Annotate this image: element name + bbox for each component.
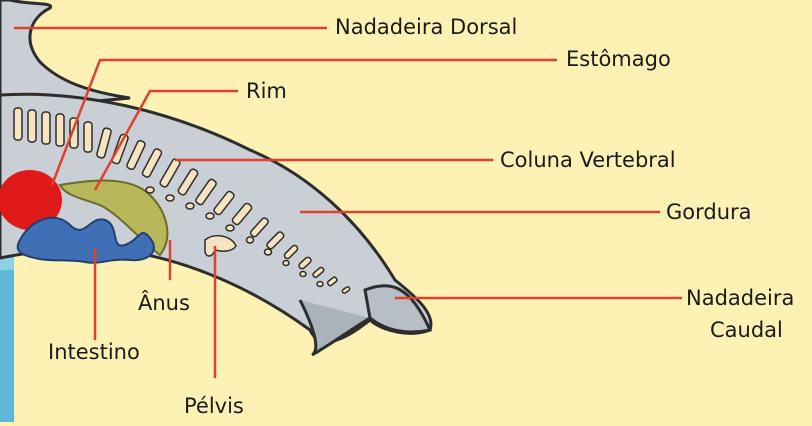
vertebra-dot	[226, 225, 234, 231]
label-stomach: Estômago	[566, 49, 671, 70]
label-spine: Coluna Vertebral	[500, 150, 676, 171]
vertebra	[14, 108, 22, 140]
vertebra-dot	[317, 282, 323, 287]
vertebra-dot	[206, 213, 214, 219]
vertebra	[42, 112, 50, 144]
label-pelvis: Pélvis	[184, 396, 244, 417]
vertebra	[56, 114, 64, 146]
vertebra-dot	[247, 237, 254, 243]
vertebra-dot	[146, 187, 154, 193]
label-anus: Ânus	[138, 293, 190, 314]
vertebra-dot	[186, 203, 194, 209]
label-caudal-fin-line2: Caudal	[710, 320, 783, 341]
label-intestine: Intestino	[48, 342, 140, 363]
vertebra	[28, 110, 36, 142]
vertebra-dot	[283, 261, 289, 266]
vertebra-dot	[265, 249, 272, 255]
vertebra	[84, 122, 92, 152]
label-caudal-fin-line1: Nadadeira	[686, 288, 794, 309]
vertebra-dot	[300, 272, 306, 277]
label-dorsal-fin: Nadadeira Dorsal	[335, 17, 517, 38]
label-kidney: Rim	[246, 81, 287, 102]
label-fat: Gordura	[666, 202, 752, 223]
vertebra-dot	[166, 195, 174, 201]
